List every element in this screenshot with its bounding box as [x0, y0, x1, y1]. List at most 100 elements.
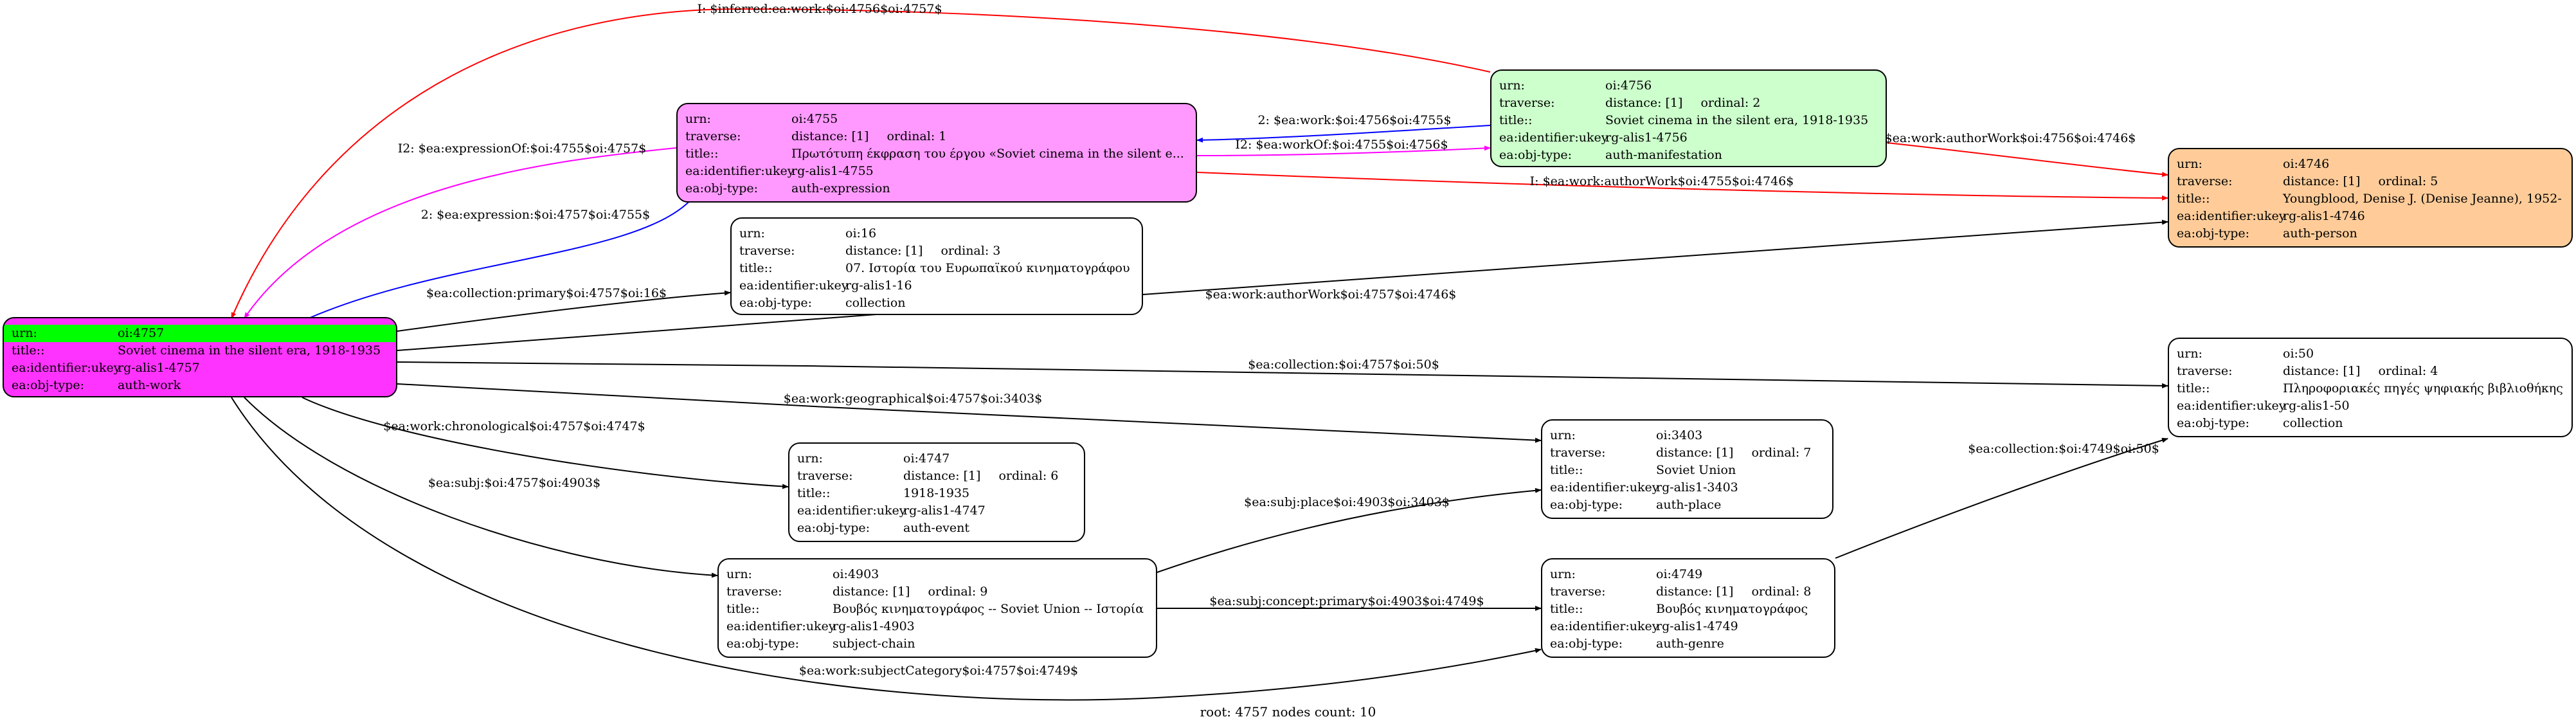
node-value-text: rg-alis1-4756 — [1605, 131, 1688, 145]
node-row: ea:obj-type:collection — [2169, 415, 2571, 432]
node-value: rg-alis1-50 — [2282, 397, 2571, 415]
node-value: distance: [1]ordinal: 9 — [831, 583, 1156, 601]
node-key: title:: — [2177, 192, 2210, 206]
node-value-text: Βουβός κινηματογράφος -- Soviet Union --… — [833, 602, 1144, 616]
node-value: oi:4756 — [1604, 77, 1886, 95]
edge-collection-primary: $ea:collection:primary$oi:4757$oi:16$ — [397, 286, 731, 332]
edge-concept-primary: $ea:subj:concept:primary$oi:4903$oi:4749… — [1157, 594, 1542, 611]
node-value: auth-work — [116, 377, 396, 394]
edge-label: $ea:work:subjectCategory$oi:4757$oi:4749… — [799, 664, 1078, 678]
node-value: rg-alis1-4747 — [902, 502, 1084, 520]
node-row: urn: oi:4903 — [719, 566, 1156, 583]
node-value-text: distance: [1] — [1656, 446, 1734, 460]
node-key: ea:obj-type: — [797, 521, 870, 535]
node-key: title:: — [797, 486, 831, 500]
node-value-text: subject-chain — [833, 637, 915, 651]
node-value: Πρωτότυπη έκφραση του έργου «Soviet cine… — [790, 145, 1196, 163]
node-value: rg-alis1-4749 — [1655, 618, 1834, 635]
node-value-text: Soviet cinema in the silent era, 1918-19… — [118, 343, 381, 358]
edge-expression-of: I2: $ea:expressionOf:$oi:4755$oi:4757$ — [244, 141, 677, 319]
node-value-text: collection — [845, 296, 906, 310]
node-key: ea:obj-type: — [685, 181, 759, 195]
node-key: urn: — [1550, 567, 1576, 581]
node-row: ea:obj-type:auth-place — [1542, 496, 1832, 514]
node-value: Soviet Union — [1655, 462, 1832, 479]
node-value-text: distance: [1] — [1656, 585, 1734, 599]
edge-label: $ea:work:authorWork$oi:4757$oi:4746$ — [1205, 287, 1457, 302]
node-row: traverse:distance: [1]ordinal: 4 — [2169, 363, 2571, 380]
node-value: oi:4903 — [831, 566, 1156, 583]
node-value-text: rg-alis1-3403 — [1656, 480, 1738, 495]
node-value-text: oi:4749 — [1656, 567, 1703, 581]
node-key: urn: — [726, 567, 752, 581]
edge-author-work-4756: I: $ea:work:authorWork$oi:4756$oi:4746$ — [1872, 131, 2168, 177]
node-key: title:: — [1550, 602, 1583, 616]
node-key: ea:identifier:ukey — [797, 504, 906, 518]
node-value-text: oi:4747 — [903, 451, 950, 466]
edge-chronological: $ea:work:chronological$oi:4757$oi:4747$ — [302, 397, 789, 489]
node-value: distance: [1]ordinal: 8 — [1655, 583, 1834, 601]
node-key: ea:obj-type: — [1550, 637, 1623, 651]
node-value: rg-alis1-4746 — [2282, 208, 2571, 225]
node-value: distance: [1]ordinal: 6 — [902, 467, 1084, 485]
node-key: traverse: — [1550, 446, 1606, 460]
edge-collection-4749: $ea:collection:$oi:4749$oi:50$ — [1835, 437, 2168, 559]
node-value-text: 1918-1935 — [903, 486, 970, 500]
node-value-text: rg-alis1-50 — [2283, 399, 2350, 413]
node-row: traverse:distance: [1]ordinal: 2 — [1491, 95, 1886, 112]
node-row: title::Soviet Union — [1542, 462, 1832, 479]
edge-subj: $ea:subj:$oi:4757$oi:4903$ — [244, 397, 718, 578]
node-row: traverse:distance: [1]ordinal: 9 — [719, 583, 1156, 601]
node-value: distance: [1]ordinal: 1 — [790, 128, 1196, 145]
node-value-text: oi:4903 — [833, 567, 879, 581]
node-value: oi:4757 — [116, 325, 396, 342]
edge-inferred-work: I: $inferred:ea:work:$oi:4756$oi:4757$ — [231, 2, 1491, 319]
edge-work: 2: $ea:work:$oi:4756$oi:4755$ — [1196, 113, 1491, 143]
node-value: Soviet cinema in the silent era, 1918-19… — [1604, 112, 1886, 129]
node-value-text: rg-alis1-16 — [845, 278, 912, 293]
node-value-text: auth-person — [2283, 226, 2357, 240]
node-key: ea:identifier:ukey — [1550, 619, 1659, 633]
node-ordinal: ordinal: 6 — [998, 469, 1059, 483]
node-value-text: rg-alis1-4747 — [903, 504, 986, 518]
node-value: rg-alis1-3403 — [1655, 479, 1832, 496]
node-row: title::Βουβός κινηματογράφος -- Soviet U… — [719, 601, 1156, 618]
node-value: rg-alis1-4903 — [831, 618, 1156, 635]
node-value: oi:4746 — [2282, 156, 2571, 173]
node-key: traverse: — [1499, 96, 1555, 110]
node-value: auth-manifestation — [1604, 147, 1886, 164]
node-value-text: oi:4755 — [791, 112, 838, 126]
node-value: auth-expression — [790, 180, 1196, 197]
node-4903[interactable]: urn: oi:4903 traverse:distance: [1]ordinal… — [717, 558, 1157, 658]
node-row: ea:obj-type:auth-event — [789, 520, 1084, 537]
node-row: ea:obj-type: auth-expression — [678, 180, 1196, 197]
node-key: ea:obj-type: — [2177, 416, 2250, 430]
node-value: oi:4749 — [1655, 566, 1834, 583]
node-row: title::1918-1935 — [789, 485, 1084, 502]
node-value-text: oi:16 — [845, 226, 877, 240]
node-row: title::Πρωτότυπη έκφραση του έργου «Sovi… — [678, 145, 1196, 163]
node-value: Βουβός κινηματογράφος — [1655, 601, 1834, 618]
node-key: ea:identifier:ukey — [1550, 480, 1659, 495]
node-value: distance: [1]ordinal: 5 — [2282, 173, 2571, 190]
node-key: ea:identifier:ukey — [2177, 399, 2286, 413]
node-row: title::07. Ιστορία του Ευρωπαϊκού κινημα… — [732, 260, 1142, 277]
node-row: urn:oi:3403 — [1542, 427, 1832, 444]
node-value-text: Soviet cinema in the silent era, 1918-19… — [1605, 113, 1869, 127]
